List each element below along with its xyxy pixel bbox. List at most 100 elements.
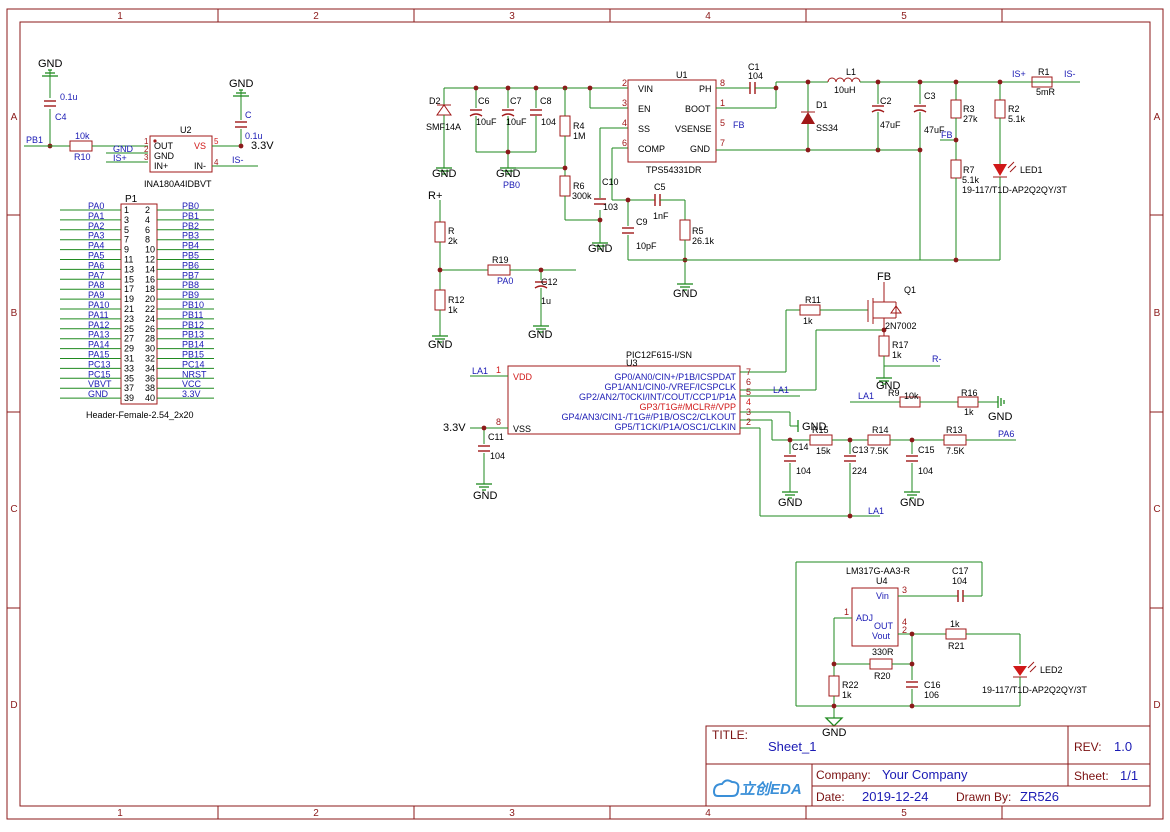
net-la1-gp2: LA1 xyxy=(773,385,789,395)
r20-ref: R20 xyxy=(874,671,891,681)
c1-value: 104 xyxy=(748,71,763,81)
rev-value: 1.0 xyxy=(1114,739,1132,754)
u3-gp3: GP3/T1G#/MCLR#/VPP xyxy=(639,402,736,412)
rplus-divider xyxy=(431,200,576,343)
header-pin-left: 7 xyxy=(124,235,129,245)
header-net-left: PA1 xyxy=(88,211,104,221)
gnd-gp3: GND xyxy=(802,421,827,433)
u1-boot: BOOT xyxy=(685,104,711,114)
c7-value: 10uF xyxy=(506,117,527,127)
header-pin-left: 9 xyxy=(124,245,129,255)
c11-supply: 3.3V xyxy=(443,422,466,434)
c7-ref: C7 xyxy=(510,96,522,106)
c-u2-value: 0.1u xyxy=(245,131,263,141)
header-pin-right: 32 xyxy=(145,354,155,364)
header-pin-right: 34 xyxy=(145,363,155,373)
r4-ref: R4 xyxy=(573,121,585,131)
sheet-title: Sheet_1 xyxy=(768,739,816,754)
zone-col-5b: 5 xyxy=(901,808,907,819)
l1-ref: L1 xyxy=(846,67,856,77)
header-pin-left: 23 xyxy=(124,314,134,324)
q1-section xyxy=(785,282,940,390)
lm317-labels: LM317G-AA3-R U4 Vin ADJ OUT Vout 3 1 4 2… xyxy=(822,566,1087,739)
c8-value: 104 xyxy=(541,117,556,127)
header-net-left: PA2 xyxy=(88,221,104,231)
u1-ph: PH xyxy=(699,84,712,94)
header-net-right: PB7 xyxy=(182,270,199,280)
zone-row-c-r: C xyxy=(1153,504,1160,515)
r22-ref: R22 xyxy=(842,680,859,690)
r1-ref: R1 xyxy=(1038,67,1050,77)
u3-labels: PIC12F615-I/SN U3 VDD VSS GP0/AN0/CIN+/P… xyxy=(443,350,1014,516)
header-net-left: PA13 xyxy=(88,330,109,340)
header-net-right: PB14 xyxy=(182,340,204,350)
gnd-c15: GND xyxy=(900,497,925,509)
c16-value: 106 xyxy=(924,690,939,700)
header-net-right: PB10 xyxy=(182,300,204,310)
lceda-logo-icon: 立创EDA xyxy=(712,779,802,798)
sheet-border xyxy=(6,8,1164,820)
header-pin-right: 26 xyxy=(145,324,155,334)
c8-ref: C8 xyxy=(540,96,552,106)
r3-ref: R3 xyxy=(963,104,975,114)
lm317-section xyxy=(795,561,1037,727)
header-net-left: PC13 xyxy=(88,359,111,369)
header-net-left: PA10 xyxy=(88,300,109,310)
r-value: 2k xyxy=(448,236,458,246)
r7-ref: R7 xyxy=(963,165,975,175)
r21-value: 1k xyxy=(950,619,960,629)
header-pin-left: 17 xyxy=(124,284,134,294)
company-label: Company: xyxy=(816,768,871,782)
u1-en: EN xyxy=(638,104,651,114)
u1-pin1: 1 xyxy=(720,98,725,108)
header-pin-left: 25 xyxy=(124,324,134,334)
zone-row-d: D xyxy=(10,700,17,711)
c13-value: 224 xyxy=(852,466,867,476)
header-pin-left: 37 xyxy=(124,383,134,393)
net-ism-u2: IS- xyxy=(232,155,244,165)
header-net-left: PA11 xyxy=(88,310,109,320)
u2-pin4: 4 xyxy=(214,158,219,167)
buck-labels: D2 SMF14A C6 10uF C7 10uF C8 104 R4 1M R… xyxy=(426,62,1076,251)
gnd-c14: GND xyxy=(778,497,803,509)
r14-value: 7.5K xyxy=(870,446,889,456)
r21-ref: R21 xyxy=(948,641,965,651)
c-u2-gnd: GND xyxy=(229,78,254,90)
r14-ref: R14 xyxy=(872,425,889,435)
r16-gnd: GND xyxy=(988,411,1013,423)
header-net-right: PB2 xyxy=(182,221,199,231)
u2-pin1: 1 xyxy=(144,137,149,146)
net-pb0: PB0 xyxy=(503,180,520,190)
net-rplus: R+ xyxy=(428,190,442,202)
r15-ref: R15 xyxy=(812,425,829,435)
header-pin-right: 18 xyxy=(145,284,155,294)
zone-col-2: 2 xyxy=(313,11,319,22)
r16-ref: R16 xyxy=(961,388,978,398)
c6-value: 10uF xyxy=(476,117,497,127)
c15-value: 104 xyxy=(918,466,933,476)
header-net-left: PA12 xyxy=(88,320,109,330)
u3-ref: U3 xyxy=(626,358,638,368)
r9-ref: R9 xyxy=(888,388,900,398)
header-net-left: PC15 xyxy=(88,369,111,379)
header-pin-right: 20 xyxy=(145,294,155,304)
net-pb1: PB1 xyxy=(26,135,43,145)
sheet-label: Sheet: xyxy=(1074,769,1109,783)
net-isp-u2: IS+ xyxy=(113,153,127,163)
header-net-right: PB3 xyxy=(182,231,199,241)
c14-value: 104 xyxy=(796,466,811,476)
header-pin-right: 6 xyxy=(145,225,150,235)
header-pin-right: 28 xyxy=(145,334,155,344)
u4-vout: Vout xyxy=(872,631,891,641)
u4-adj: ADJ xyxy=(856,613,873,623)
gnd-comp: GND xyxy=(673,288,698,300)
r7-value: 5.1k xyxy=(962,175,980,185)
zone-row-b-r: B xyxy=(1154,308,1161,319)
u3-vdd: VDD xyxy=(513,372,533,382)
company-value: Your Company xyxy=(882,767,968,782)
header-net-left: PA15 xyxy=(88,350,109,360)
buck-section xyxy=(435,76,1080,291)
u3-section xyxy=(470,365,1016,519)
zone-col-1b: 1 xyxy=(117,808,123,819)
